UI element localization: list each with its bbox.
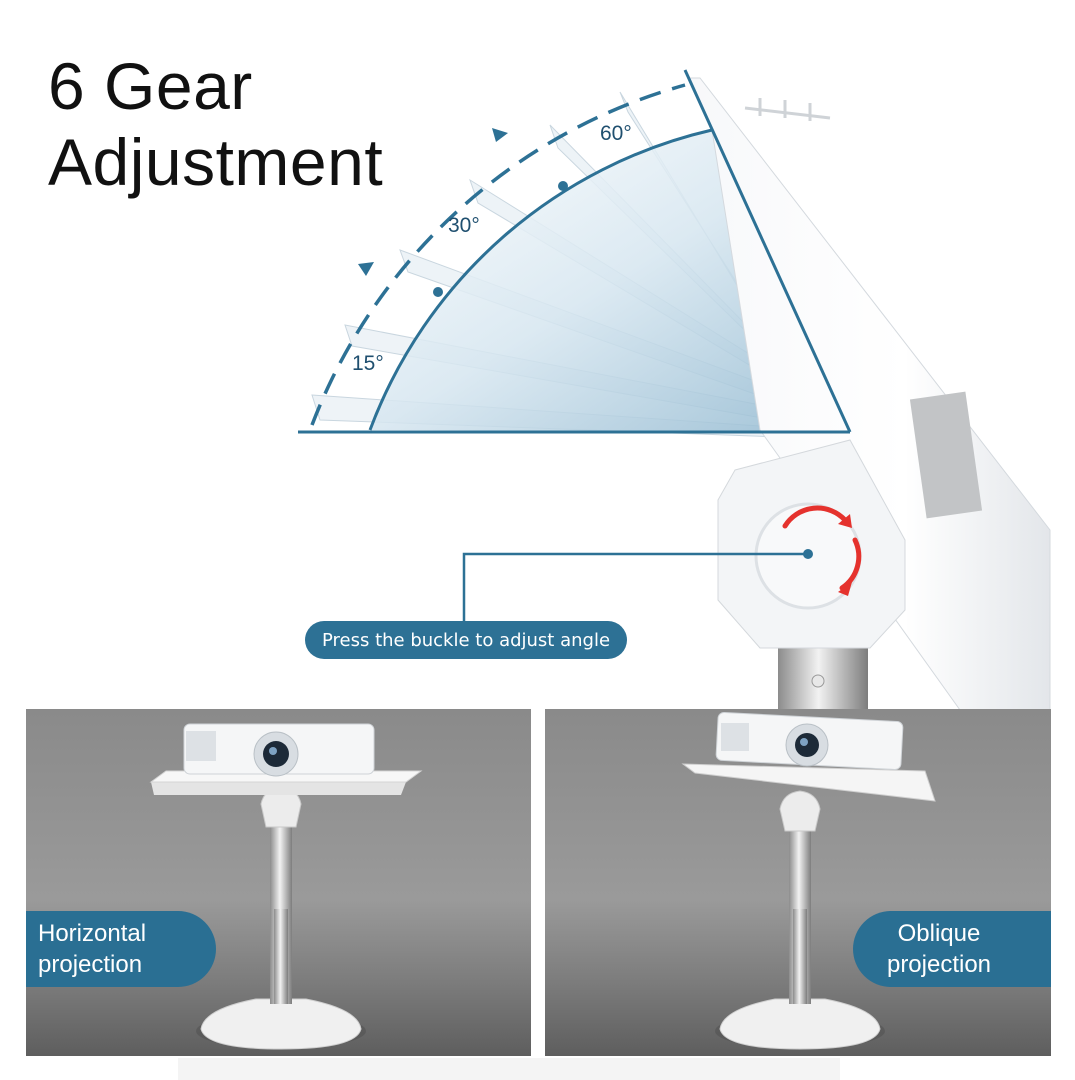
arc-arrow-lower-icon — [358, 262, 374, 276]
solid-arc — [368, 128, 713, 431]
oblique-badge-line-1: Oblique — [897, 920, 981, 947]
projector-icon — [183, 723, 375, 777]
metal-label-plate — [909, 391, 983, 519]
callout-leader — [462, 552, 808, 622]
oblique-projection-badge: Oblique projection — [853, 911, 1051, 987]
dashed-arc — [310, 83, 686, 426]
horizontal-badge-line-2: projection — [38, 951, 143, 978]
angle-label-30: 30° — [448, 214, 480, 237]
callout-pill: Press the buckle to adjust angle — [305, 621, 627, 659]
angle-label-60: 60° — [600, 122, 632, 145]
horizontal-projection-panel: Horizontal projection — [26, 709, 531, 1056]
headline: 6 Gear Adjustment — [48, 48, 383, 200]
headline-line-2: Adjustment — [48, 125, 384, 199]
angle-ray — [683, 69, 852, 433]
horizontal-badge-line-1: Horizontal — [38, 920, 147, 947]
oblique-badge-line-2: projection — [886, 951, 992, 978]
support-arm — [687, 77, 1051, 710]
arc-marker-30 — [433, 287, 443, 297]
pole-button — [811, 674, 825, 688]
angle-diagram: 60° 30° 15° — [298, 69, 1051, 710]
headline-line-1: 6 Gear — [48, 49, 253, 123]
rotate-arrows-icon — [782, 505, 862, 596]
projector-icon — [715, 711, 904, 770]
arc-marker-60 — [558, 181, 568, 191]
horizontal-projection-badge: Horizontal projection — [26, 911, 216, 987]
oblique-stand-illustration — [681, 711, 936, 1050]
oblique-projection-panel: Oblique projection — [545, 709, 1051, 1056]
horizontal-stand-illustration — [149, 723, 423, 1050]
arc-arrow-upper-icon — [492, 128, 508, 142]
bottom-strip — [178, 1058, 840, 1080]
angle-label-15: 15° — [352, 352, 384, 375]
